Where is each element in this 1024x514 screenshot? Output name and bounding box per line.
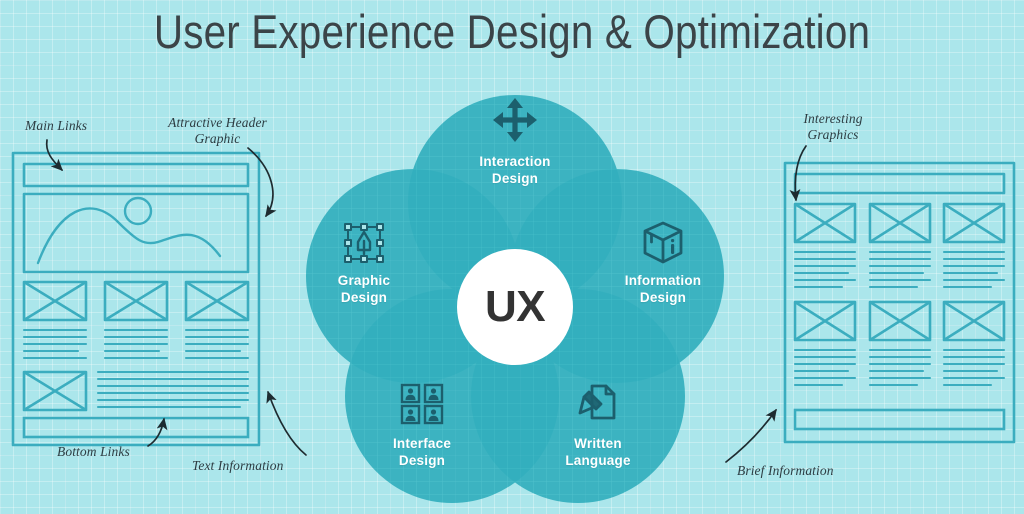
wireframe-nav-bar <box>22 162 250 188</box>
wireframe-hero-sun <box>123 196 153 226</box>
callout-interesting-graphics-line2: Graphics <box>807 126 859 142</box>
right-page-wireframe <box>783 161 1016 444</box>
wireframe-nav-bar <box>793 172 1006 195</box>
wireframe-footer-bar <box>793 408 1006 431</box>
wireframe-image-box <box>793 300 857 342</box>
callout-main-links: Main Links <box>25 118 87 134</box>
wireframe-text-lines <box>96 370 250 409</box>
callout-attractive-header-graphic-line2: Graphic <box>194 130 241 146</box>
wireframe-image-box <box>868 202 932 244</box>
ux-center-label: UX <box>484 282 546 331</box>
pen-nib-bounding-box-icon <box>341 220 387 266</box>
wireframe-image-box <box>793 202 857 244</box>
callout-main-links-line1: Main Links <box>25 118 88 133</box>
wireframe-footer-bar <box>22 416 250 439</box>
wireframe-image-box <box>184 280 250 322</box>
document-pen-icon <box>576 380 620 424</box>
callout-bottom-links: Bottom Links <box>57 444 130 460</box>
left-page-wireframe <box>11 151 261 447</box>
wireframe-image-box <box>22 370 88 412</box>
wireframe-text-lines <box>793 250 1006 289</box>
wireframe-hero-panel <box>22 192 250 274</box>
callout-attractive-header-graphic: Attractive Header Graphic <box>155 115 280 147</box>
wireframe-hero-wave <box>36 207 222 265</box>
callout-text-information-line1: Text Information <box>192 458 284 473</box>
callout-brief-information-line1: Brief Information <box>737 463 834 478</box>
callout-interesting-graphics: Interesting Graphics <box>778 111 888 143</box>
wireframe-image-box <box>942 300 1006 342</box>
wireframe-text-lines <box>793 348 1006 387</box>
ux-center-badge: UX <box>457 249 573 365</box>
wireframe-image-box <box>22 280 88 322</box>
callout-bottom-links-line1: Bottom Links <box>57 444 130 459</box>
page-title: User Experience Design & Optimization <box>153 5 871 58</box>
user-grid-icon <box>399 383 445 425</box>
info-cube-icon <box>640 220 686 266</box>
move-arrows-icon <box>492 97 538 143</box>
arrow-brief-information <box>725 408 777 463</box>
wireframe-outer-frame <box>783 161 1016 444</box>
wireframe-image-box <box>103 280 169 322</box>
callout-interesting-graphics-line1: Interesting <box>803 111 863 126</box>
wireframe-text-lines <box>22 328 250 360</box>
callout-attractive-header-graphic-line1: Attractive Header <box>168 115 267 130</box>
callout-text-information: Text Information <box>192 458 283 474</box>
wireframe-image-box <box>942 202 1006 244</box>
callout-brief-information: Brief Information <box>737 463 834 479</box>
wireframe-outer-frame <box>11 151 261 447</box>
wireframe-image-box <box>868 300 932 342</box>
